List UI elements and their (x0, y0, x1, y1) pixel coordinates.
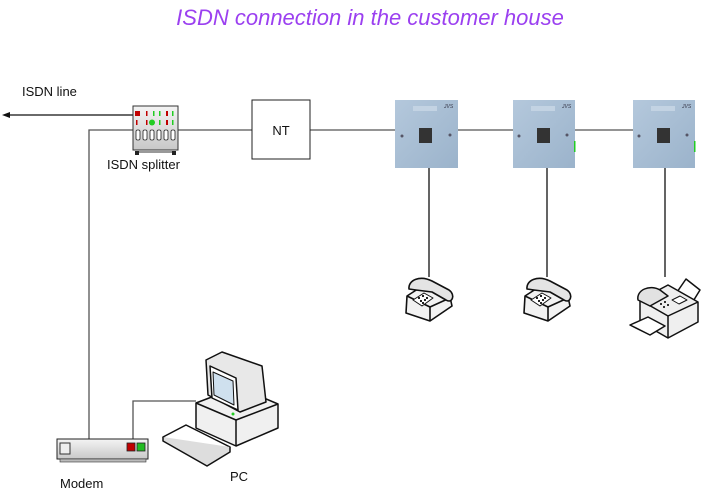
wall-socket-1: JVS (395, 100, 458, 168)
socket-brand: JVS (561, 104, 572, 110)
isdn-splitter-label: ISDN splitter (107, 157, 181, 172)
wall-socket-3: JVS (633, 100, 696, 168)
pc-label: PC (230, 469, 248, 484)
isdn-line-arrow (2, 112, 133, 118)
nt-label: NT (272, 123, 289, 138)
modem-icon (56, 438, 149, 463)
socket-brand: JVS (681, 104, 692, 110)
pc-icon (162, 351, 279, 467)
wall-socket-2: JVS (513, 100, 576, 168)
diagram-title: ISDN connection in the customer house (176, 5, 564, 30)
socket-brand: JVS (443, 104, 454, 110)
telephone-icon (523, 277, 572, 322)
telephone-icon (405, 277, 454, 322)
isdn-splitter-icon (132, 105, 179, 155)
nt-box: NT (251, 99, 311, 160)
modem-label: Modem (60, 476, 103, 491)
isdn-line-label: ISDN line (22, 84, 77, 99)
wires (88, 129, 666, 440)
fax-icon (629, 278, 701, 339)
